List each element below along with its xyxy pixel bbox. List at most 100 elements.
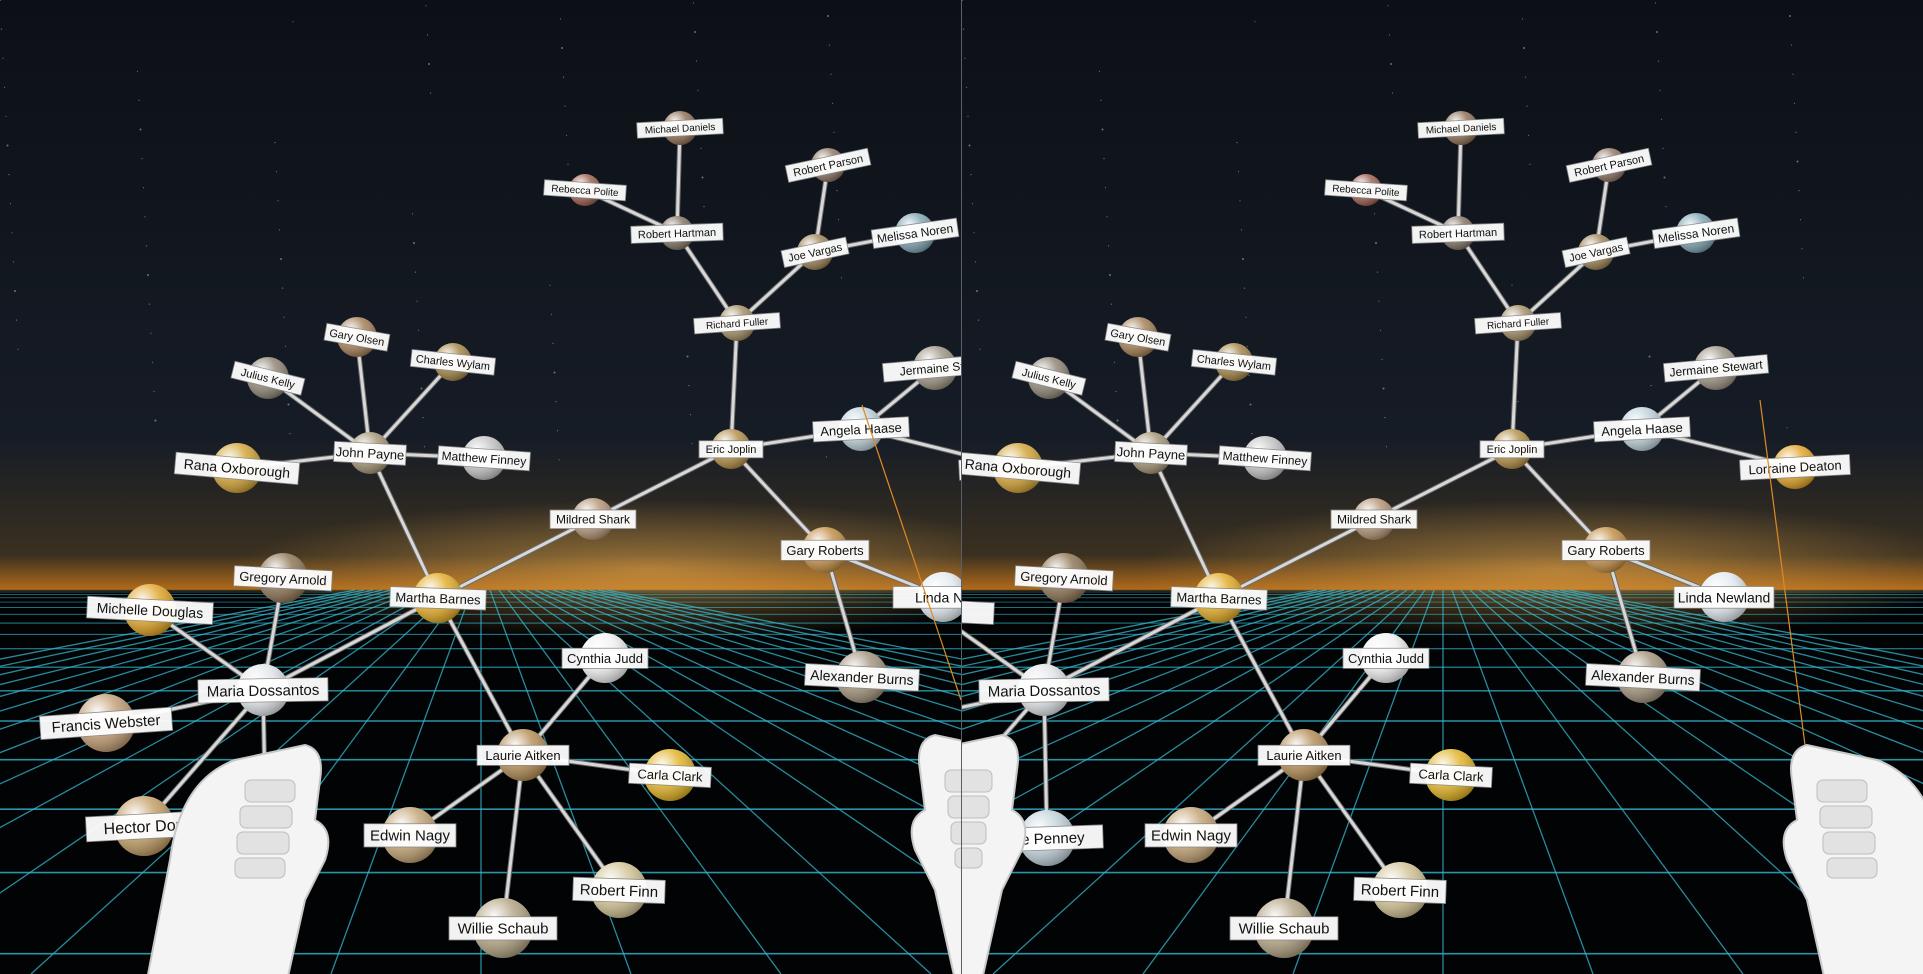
person-node-rebecca-polite[interactable]: Rebecca Polite [543, 174, 627, 206]
person-node-eric-joplin[interactable]: Eric Joplin [698, 429, 764, 469]
person-node-lorraine-deaton[interactable]: Lorra [958, 445, 961, 489]
left-controller-hand-icon [962, 733, 1027, 974]
person-name-text: Gary Roberts [786, 543, 864, 558]
person-node-eric-joplin[interactable]: Eric Joplin [1479, 429, 1545, 469]
person-label: Michelle Douglas [86, 595, 214, 625]
eye-divider [961, 0, 962, 974]
person-label: Lorraine Deaton [1739, 453, 1851, 481]
person-label: Cynthia Judd [561, 647, 649, 669]
person-name-text: Michelle Douglas [96, 600, 203, 622]
person-node-hector-dominguez[interactable]: Hector Don [85, 796, 204, 856]
person-node-john-payne[interactable]: John Payne [333, 432, 407, 474]
person-node-willie-schaub[interactable]: Willie Schaub [1229, 898, 1339, 958]
person-node-charles-wylam[interactable]: Charles Wylam [409, 343, 497, 381]
person-node-maria-dossantos[interactable]: Maria Dossantos [978, 664, 1110, 716]
person-label: Maria Dossantos [978, 677, 1110, 704]
person-node-martha-barnes[interactable]: Martha Barnes [1170, 573, 1268, 623]
person-node-robert-hartman[interactable]: Robert Hartman [1411, 216, 1505, 250]
person-node-cynthia-judd[interactable]: Cynthia Judd [1342, 633, 1430, 683]
person-node-carla-clark[interactable]: Carla Clark [1409, 749, 1493, 801]
person-name-text: Eric Joplin [1487, 444, 1538, 456]
person-node-gary-olsen[interactable]: Gary Olsen [1104, 317, 1172, 357]
person-node-michael-daniels[interactable]: Michael Daniels [1417, 111, 1505, 145]
person-name-text: Laurie Aitken [1266, 748, 1341, 763]
person-node-edwin-nagy[interactable]: Edwin Nagy [363, 807, 457, 863]
person-name-text: Willie Schaub [458, 921, 549, 938]
person-node-jermaine-stewart[interactable]: Jermaine Stewart [1662, 346, 1770, 390]
person-node-willie-schaub[interactable]: Willie Schaub [448, 898, 558, 958]
person-node-linda-newland[interactable]: Linda Ne [892, 572, 961, 622]
person-node-lorraine-deaton[interactable]: Lorraine Deaton [1739, 445, 1851, 489]
person-node-gary-roberts[interactable]: Gary Roberts [780, 527, 870, 573]
person-node-john-payne[interactable]: John Payne [1114, 432, 1188, 474]
person-node-robert-parson[interactable]: Robert Parson [784, 147, 872, 183]
person-node-matthew-finney[interactable]: Matthew Finney [437, 436, 531, 480]
person-node-maria-dossantos[interactable]: Maria Dossantos [197, 664, 329, 716]
person-name-text: Robert Hartman [1419, 227, 1498, 242]
person-label: Eric Joplin [698, 440, 764, 459]
person-node-angela-haase[interactable]: Angela Haase [1593, 407, 1691, 451]
person-node-angela-haase[interactable]: Angela Haase [812, 407, 910, 451]
person-node-robert-finn[interactable]: Robert Finn [572, 862, 666, 918]
person-node-gary-olsen[interactable]: Gary Olsen [323, 317, 391, 357]
person-node-julius-kelly[interactable]: Julius Kelly [1011, 357, 1087, 399]
person-name-text: Eric Joplin [706, 444, 757, 456]
person-name-text: Rebecca Polite [1332, 183, 1400, 199]
person-node-robert-parson[interactable]: Robert Parson [1565, 147, 1653, 183]
person-label: Maria Dossantos [197, 677, 329, 704]
person-node-robert-hartman[interactable]: Robert Hartman [630, 216, 724, 250]
person-node-laurie-aitken[interactable]: Laurie Aitken [476, 729, 570, 781]
person-node-mildred-shark[interactable]: Mildred Shark [1330, 498, 1418, 540]
person-node-robert-finn[interactable]: Robert Finn [1353, 862, 1447, 918]
person-name-text: Carla Clark [637, 766, 703, 784]
person-node-gregory-arnold[interactable]: Gregory Arnold [1014, 553, 1114, 603]
person-name-text: Laurie Aitken [485, 748, 560, 763]
person-node-jermaine-stewart[interactable]: Jermaine Ste [881, 346, 961, 390]
person-label: Carla Clark [628, 762, 712, 788]
person-node-julius-kelly[interactable]: Julius Kelly [230, 357, 306, 399]
person-label: Angela Haase [812, 416, 910, 443]
person-label: Cynthia Judd [1342, 647, 1430, 669]
person-node-charles-wylam[interactable]: Charles Wylam [1190, 343, 1278, 381]
person-label: Rebecca Polite [1324, 179, 1408, 202]
person-node-francis-webster[interactable]: Francis Webster [38, 694, 174, 752]
person-name-text: Richard Fuller [706, 317, 770, 332]
person-node-michelle-douglas[interactable]: Michelle Douglas [86, 584, 214, 636]
person-node-cynthia-judd[interactable]: Cynthia Judd [561, 633, 649, 683]
person-node-edwin-nagy[interactable]: Edwin Nagy [1144, 807, 1238, 863]
person-node-alexander-burns[interactable]: Alexander Burns [804, 651, 920, 703]
person-node-linda-newland[interactable]: Linda Newland [1673, 572, 1775, 622]
person-name-text: Alexander Burns [1591, 667, 1695, 688]
person-label: Martha Barnes [389, 586, 487, 611]
person-node-michelle-douglas[interactable]: glas [962, 584, 995, 636]
person-label: Jermaine Stewart [1662, 354, 1770, 383]
person-node-richard-fuller[interactable]: Richard Fuller [693, 305, 781, 341]
person-name-text: Alexander Burns [810, 667, 914, 688]
person-name-text: Cynthia Judd [1348, 651, 1424, 666]
person-name-text: Linda Newland [1678, 589, 1771, 605]
person-node-joe-vargas[interactable]: Joe Vargas [1561, 234, 1631, 270]
person-label: Robert Hartman [630, 222, 724, 244]
person-node-matthew-finney[interactable]: Matthew Finney [1218, 436, 1312, 480]
person-node-martha-barnes[interactable]: Martha Barnes [389, 573, 487, 623]
person-node-rebecca-polite[interactable]: Rebecca Polite [1324, 174, 1408, 206]
person-node-michael-daniels[interactable]: Michael Daniels [636, 111, 724, 145]
person-node-rana-oxborough[interactable]: Rana Oxborough [173, 443, 301, 493]
person-label: Laurie Aitken [1257, 744, 1351, 766]
person-node-alexander-burns[interactable]: Alexander Burns [1585, 651, 1701, 703]
person-node-richard-fuller[interactable]: Richard Fuller [1474, 305, 1562, 341]
person-label: Willie Schaub [1229, 916, 1339, 941]
person-node-gregory-arnold[interactable]: Gregory Arnold [233, 553, 333, 603]
person-name-text: Linda Ne [915, 589, 961, 605]
person-node-melissa-noren[interactable]: Melissa Noren [1651, 213, 1741, 253]
person-node-laurie-aitken[interactable]: Laurie Aitken [1257, 729, 1351, 781]
person-node-gary-roberts[interactable]: Gary Roberts [1561, 527, 1651, 573]
person-node-mildred-shark[interactable]: Mildred Shark [549, 498, 637, 540]
person-node-joe-vargas[interactable]: Joe Vargas [780, 234, 850, 270]
person-node-carla-clark[interactable]: Carla Clark [628, 749, 712, 801]
person-name-text: Lorraine Deaton [1748, 458, 1842, 478]
person-node-minnie-penney[interactable]: nie Penney [990, 810, 1104, 866]
person-label: Michael Daniels [636, 117, 724, 139]
